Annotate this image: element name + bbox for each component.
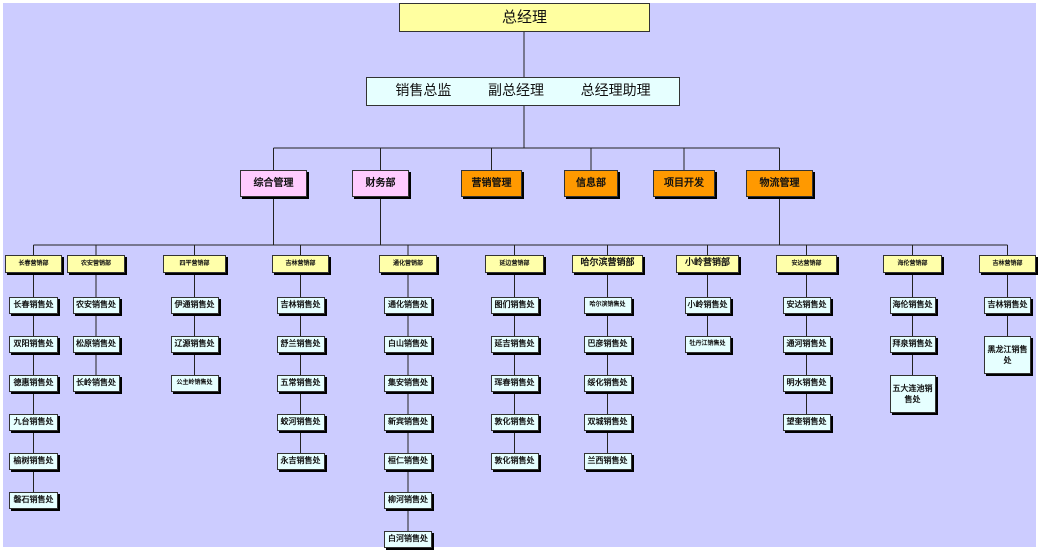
leaf-node: 黑龙江销售处 [984, 336, 1031, 374]
leaf-node: 九台销售处 [9, 414, 58, 431]
leaf-node: 吉林销售处 [984, 297, 1031, 314]
leaf-node: 海伦销售处 [889, 297, 936, 314]
leaf-node: 通河销售处 [782, 336, 831, 353]
region-node: 哈尔滨营销部 [572, 255, 643, 273]
leaf-node: 伊通销售处 [170, 297, 219, 314]
leaf-node: 桓仁销售处 [384, 453, 432, 470]
region-node: 农安营销部 [67, 255, 125, 273]
leaf-node: 辽源销售处 [170, 336, 219, 353]
leaf-node: 集安销售处 [384, 375, 432, 392]
leaf-node: 图们销售处 [490, 297, 539, 314]
leaf-node: 长岭销售处 [72, 375, 120, 392]
top-node: 总经理 [399, 3, 650, 32]
leaf-node: 白山销售处 [384, 336, 432, 353]
leaf-node: 敦化销售处 [490, 453, 539, 470]
dept-node: 项目开发 [653, 170, 715, 197]
region-node: 小岭营销部 [676, 255, 739, 273]
leaf-node: 公主岭销售处 [170, 375, 219, 392]
dept-node: 物流管理 [746, 170, 813, 197]
region-node: 吉林营销部 [979, 255, 1036, 273]
dept-node: 信息部 [564, 170, 618, 197]
exec-item-gm-assistant: 总经理助理 [580, 82, 651, 99]
exec-item-sales-director: 销售总监 [395, 82, 452, 99]
leaf-node: 通化销售处 [384, 297, 432, 314]
region-node: 通化营销部 [379, 255, 437, 273]
leaf-node: 蛟河销售处 [276, 414, 325, 431]
leaf-node: 绥化销售处 [583, 375, 632, 392]
leaf-node: 柳河销售处 [384, 492, 432, 509]
leaf-node: 珲春销售处 [490, 375, 539, 392]
leaf-node: 巴彦销售处 [583, 336, 632, 353]
leaf-node: 吉林销售处 [276, 297, 325, 314]
leaf-node: 农安销售处 [72, 297, 120, 314]
leaf-node: 舒兰销售处 [276, 336, 325, 353]
leaf-node: 五常销售处 [276, 375, 325, 392]
leaf-node: 新宾销售处 [384, 414, 432, 431]
leaf-node: 白河销售处 [384, 531, 432, 548]
leaf-node: 小岭销售处 [684, 297, 731, 314]
exec-node: 销售总监 副总经理 总经理助理 [366, 77, 680, 106]
leaf-node: 双城销售处 [583, 414, 632, 431]
leaf-node: 松原销售处 [72, 336, 120, 353]
dept-node: 财务部 [352, 170, 409, 197]
leaf-node: 哈尔滨销售处 [583, 297, 632, 314]
dept-node: 综合管理 [240, 170, 307, 197]
leaf-node: 长春销售处 [9, 297, 58, 314]
region-node: 延边营销部 [485, 255, 544, 273]
leaf-node: 牡丹江销售处 [684, 336, 731, 353]
leaf-node: 拜泉销售处 [889, 336, 936, 353]
region-node: 长春营销部 [5, 255, 62, 273]
leaf-node: 德惠销售处 [9, 375, 58, 392]
region-node: 海伦营销部 [883, 255, 942, 273]
leaf-node: 双阳销售处 [9, 336, 58, 353]
leaf-node: 明水销售处 [782, 375, 831, 392]
leaf-node: 安达销售处 [782, 297, 831, 314]
leaf-node: 磐石销售处 [9, 492, 58, 509]
region-node: 安达营销部 [776, 255, 837, 273]
leaf-node: 五大连池销售处 [889, 375, 936, 413]
leaf-node: 望奎销售处 [782, 414, 831, 431]
exec-item-deputy-gm: 副总经理 [487, 82, 544, 99]
leaf-node: 敦化销售处 [490, 414, 539, 431]
region-node: 四平营销部 [163, 255, 226, 273]
dept-node: 营销管理 [461, 170, 522, 197]
leaf-node: 兰西销售处 [583, 453, 632, 470]
leaf-node: 榆树销售处 [9, 453, 58, 470]
leaf-node: 延吉销售处 [490, 336, 539, 353]
region-node: 吉林营销部 [272, 255, 329, 273]
leaf-node: 永吉销售处 [276, 453, 325, 470]
